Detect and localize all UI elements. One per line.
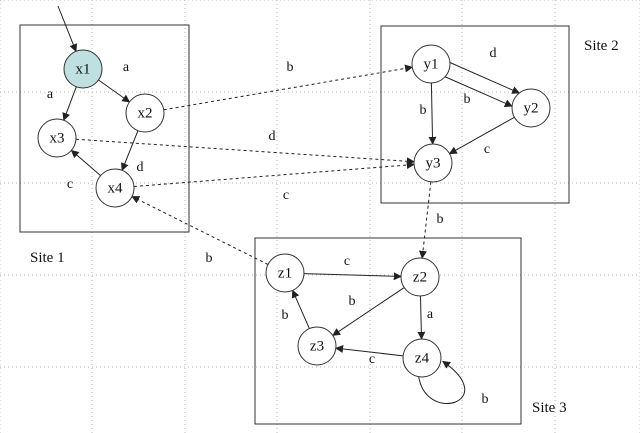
edge-label-x2-x4: d xyxy=(137,160,144,175)
edge-label-z1-x4: b xyxy=(206,251,213,266)
labels: Site 1 Site 2 Site 3 a a d c b d c d b b c b b c b a b c b xyxy=(30,38,619,416)
node-z4: z4 xyxy=(402,338,442,378)
edge-z1-z2-13 xyxy=(303,272,402,281)
edge-label-x4-x3: c xyxy=(67,177,73,192)
initial-entry-arrow xyxy=(57,5,78,53)
node-circle-y1 xyxy=(411,44,451,84)
node-circle-x1 xyxy=(63,49,103,89)
node-circle-x3 xyxy=(37,118,77,158)
node-x3: x3 xyxy=(37,118,77,158)
edge-z4-z3-17 xyxy=(335,345,404,357)
edge-label-x4-y3: c xyxy=(283,188,289,203)
edge-label-z4-z4: b xyxy=(482,392,489,407)
site-box-site3 xyxy=(254,237,522,425)
edge-y1-y2-8 xyxy=(444,76,513,107)
node-y2: y2 xyxy=(511,88,551,128)
edge-z2-z3-14 xyxy=(332,287,405,336)
node-circle-x4 xyxy=(95,168,135,208)
node-label-y1: y1 xyxy=(424,56,439,72)
node-label-z2: z2 xyxy=(413,269,427,285)
edge-y3-z2-11 xyxy=(418,181,432,259)
site-box-site1 xyxy=(19,24,190,233)
edge-z3-z1-16 xyxy=(291,289,310,329)
edge-x4-x3-3 xyxy=(70,149,101,176)
node-circle-z1 xyxy=(265,253,305,293)
edge-x1-x2-0 xyxy=(98,79,131,103)
edge-label-y3-z2: b xyxy=(437,212,444,227)
edge-label-y1-y3: b xyxy=(420,103,427,118)
node-label-y3: y3 xyxy=(426,155,441,171)
edge-x3-y3-5 xyxy=(75,138,415,166)
edge-label-y1-y2: b xyxy=(464,92,471,107)
edges xyxy=(57,5,521,405)
node-y3: y3 xyxy=(413,143,453,183)
edge-y1-y3-9 xyxy=(428,82,437,145)
edge-label-x3-y3: d xyxy=(269,129,276,144)
node-label-z4: z4 xyxy=(415,350,430,366)
edge-label-z2-z4: a xyxy=(427,307,434,322)
edge-label-y2-y3: c xyxy=(484,142,490,157)
node-label-x4: x4 xyxy=(108,180,124,196)
edge-label-z1-z2: c xyxy=(344,254,350,269)
edge-label-z4-z3: c xyxy=(369,352,375,367)
edge-label-x1-x2: a xyxy=(123,60,130,75)
site-box-site2 xyxy=(380,25,570,204)
node-circle-y3 xyxy=(413,143,453,183)
node-circle-z2 xyxy=(400,257,440,297)
node-label-z3: z3 xyxy=(310,338,324,354)
node-x2: x2 xyxy=(125,93,165,133)
edge-label-z3-z1: b xyxy=(282,308,289,323)
edge-y1-y2-7 xyxy=(449,62,521,94)
edge-x2-y1-4 xyxy=(163,64,414,111)
node-label-z1: z1 xyxy=(278,265,292,281)
edge-x4-y3-6 xyxy=(133,161,415,188)
node-label-x2: x2 xyxy=(138,105,153,121)
node-x1: x1 xyxy=(63,49,103,89)
site-label-site3: Site 3 xyxy=(532,400,567,416)
node-y1: y1 xyxy=(411,44,451,84)
node-circle-z3 xyxy=(297,326,337,366)
edge-z2-z4-15 xyxy=(417,295,426,340)
node-circle-z4 xyxy=(402,338,442,378)
node-x4: x4 xyxy=(95,168,135,208)
node-label-x3: x3 xyxy=(50,130,65,146)
site-label-site2: Site 2 xyxy=(584,38,619,54)
edge-x1-x3-1 xyxy=(62,86,77,121)
edge-label-x1-x3: a xyxy=(47,87,54,102)
site-label-site1: Site 1 xyxy=(30,250,65,266)
site-boxes xyxy=(19,24,570,425)
node-z3: z3 xyxy=(297,326,337,366)
edge-label-y1-y2: d xyxy=(490,46,497,61)
edge-y2-y3-10 xyxy=(448,116,515,155)
edge-x2-x4-2 xyxy=(121,130,139,172)
edge-label-z2-z3: b xyxy=(349,294,356,309)
node-z2: z2 xyxy=(400,257,440,297)
node-circle-x2 xyxy=(125,93,165,133)
node-label-x1: x1 xyxy=(76,61,91,77)
nodes: x1 x2 x3 x4 y1 y2 y3 z1 z2 z3 z4 xyxy=(37,44,551,378)
edge-z4-z4-18 xyxy=(418,360,466,405)
edge-z1-x4-12 xyxy=(131,196,269,265)
edge-label-x2-y1: b xyxy=(287,60,294,75)
node-z1: z1 xyxy=(265,253,305,293)
node-label-y2: y2 xyxy=(524,100,539,116)
node-circle-y2 xyxy=(511,88,551,128)
